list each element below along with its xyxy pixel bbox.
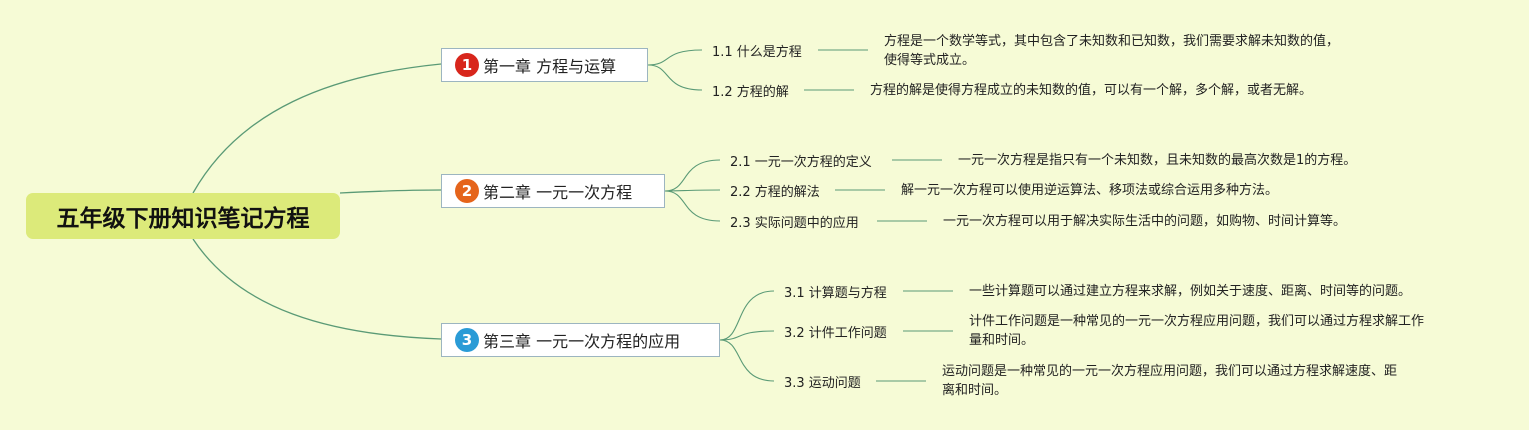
connector-line [719,290,775,341]
topic-note: 一些计算题可以通过建立方程来求解，例如关于速度、距离、时间等的问题。 [969,282,1411,301]
topic-note: 方程的解是使得方程成立的未知数的值，可以有一个解，多个解，或者无解。 [870,81,1312,100]
topic-label[interactable]: 3.1 计算题与方程 [784,286,887,301]
topic-label[interactable]: 1.1 什么是方程 [712,45,802,60]
chapter-number-badge: 2 [455,179,479,203]
chapter-title: 第三章 一元一次方程的应用 [483,332,681,351]
note-line: 一元一次方程可以用于解决实际生活中的问题，如购物、时间计算等。 [943,214,1347,229]
topic-label[interactable]: 2.2 方程的解法 [730,185,820,200]
topic-label[interactable]: 3.2 计件工作问题 [784,326,887,341]
topic-label[interactable]: 2.1 一元一次方程的定义 [730,155,872,170]
note-line: 离和时间。 [942,383,1008,398]
note-line: 方程是一个数学等式，其中包含了未知数和已知数，我们需要求解未知数的值， [884,34,1340,49]
connector-line [719,339,775,382]
topic-note: 方程是一个数学等式，其中包含了未知数和已知数，我们需要求解未知数的值， 使得等式成… [884,32,1339,70]
chapter-title: 第一章 方程与运算 [483,57,617,76]
connector-line [647,64,703,91]
note-line: 解一元一次方程可以使用逆运算法、移项法或综合运用多种方法。 [901,183,1279,198]
note-line: 计件工作问题是一种常见的一元一次方程应用问题，我们可以通过方程求解工作 [969,314,1425,329]
root-node[interactable]: 五年级下册知识笔记方程 [26,193,340,239]
topic-note: 一元一次方程是指只有一个未知数，且未知数的最高次数是1的方程。 [958,151,1356,170]
note-line: 一些计算题可以通过建立方程来求解，例如关于速度、距离、时间等的问题。 [969,284,1412,299]
topic-label[interactable]: 1.2 方程的解 [712,85,789,100]
note-line: 量和时间。 [969,333,1035,348]
chapter-title: 第二章 一元一次方程 [483,183,633,202]
connector-line [192,238,442,340]
connector-line [192,63,442,194]
topic-note: 解一元一次方程可以使用逆运算法、移项法或综合运用多种方法。 [901,181,1278,200]
note-line: 一元一次方程是指只有一个未知数，且未知数的最高次数是1的方程。 [958,153,1357,168]
note-line: 方程的解是使得方程成立的未知数的值，可以有一个解，多个解，或者无解。 [870,83,1313,98]
connector-line [664,190,721,222]
connector-line [664,159,721,192]
chapter-number-badge: 1 [455,53,479,77]
note-line: 运动问题是一种常见的一元一次方程应用问题，我们可以通过方程求解速度、距 [942,364,1398,379]
topic-label[interactable]: 3.3 运动问题 [784,376,861,391]
connector-line [339,189,442,194]
topic-note: 一元一次方程可以用于解决实际生活中的问题，如购物、时间计算等。 [943,212,1346,231]
note-line: 使得等式成立。 [884,53,976,68]
topic-label[interactable]: 2.3 实际问题中的应用 [730,216,859,231]
chapter-number-badge: 3 [455,328,479,352]
connector-line [664,189,721,192]
topic-note: 运动问题是一种常见的一元一次方程应用问题，我们可以通过方程求解速度、距离和时间。 [942,362,1397,400]
connector-line [719,330,775,341]
connector-line [647,49,703,66]
topic-note: 计件工作问题是一种常见的一元一次方程应用问题，我们可以通过方程求解工作量和时间。 [969,312,1424,350]
